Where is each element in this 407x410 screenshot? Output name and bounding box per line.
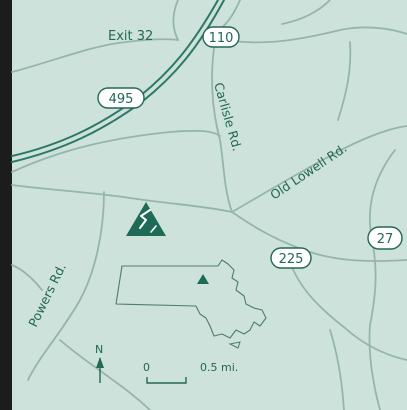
- route-495-label: 495: [109, 92, 134, 107]
- road-south: [59, 339, 151, 410]
- route-shield-27: 27: [367, 226, 403, 250]
- route-27-label: 27: [377, 232, 394, 247]
- state-outline: [115, 259, 267, 339]
- route-225-label: 225: [279, 252, 304, 267]
- road-northwest: [11, 38, 179, 73]
- road-mid-west: [11, 184, 233, 213]
- road-west-vertical: [11, 264, 43, 291]
- exit-label: Exit 32: [108, 29, 153, 44]
- north-arrow: N: [95, 343, 104, 383]
- scale-start-label: 0: [143, 361, 150, 374]
- road-east-branch: [337, 41, 352, 121]
- road-north-branch: [172, 0, 179, 41]
- minor-roads: [11, 0, 407, 410]
- road-carlisle: [211, 47, 233, 213]
- road-old-lowell: [231, 125, 407, 213]
- north-label: N: [95, 343, 103, 356]
- road-110-east: [227, 26, 407, 44]
- location-marker-icon: [197, 274, 209, 284]
- road-south-east-branch: [329, 329, 345, 410]
- north-arrow-icon: [96, 357, 104, 368]
- scale-bar: 0 0.5 mi.: [143, 361, 238, 384]
- route-shield-110: 110: [202, 26, 240, 48]
- scale-end-label: 0.5 mi.: [200, 361, 238, 374]
- map-land: [12, 0, 407, 410]
- road-east-upper: [281, 0, 331, 25]
- route-110-label: 110: [209, 31, 234, 46]
- road-cross-west: [11, 129, 221, 173]
- state-island: [228, 341, 241, 349]
- road-main-east: [231, 211, 407, 262]
- route-shield-225: 225: [270, 247, 312, 269]
- park-marker-icon: [126, 202, 166, 236]
- state-locator-map: [115, 259, 267, 349]
- road-225-south: [289, 261, 407, 361]
- road-southeast: [368, 324, 381, 410]
- road-powers: [27, 191, 105, 381]
- route-shield-495: 495: [97, 87, 145, 109]
